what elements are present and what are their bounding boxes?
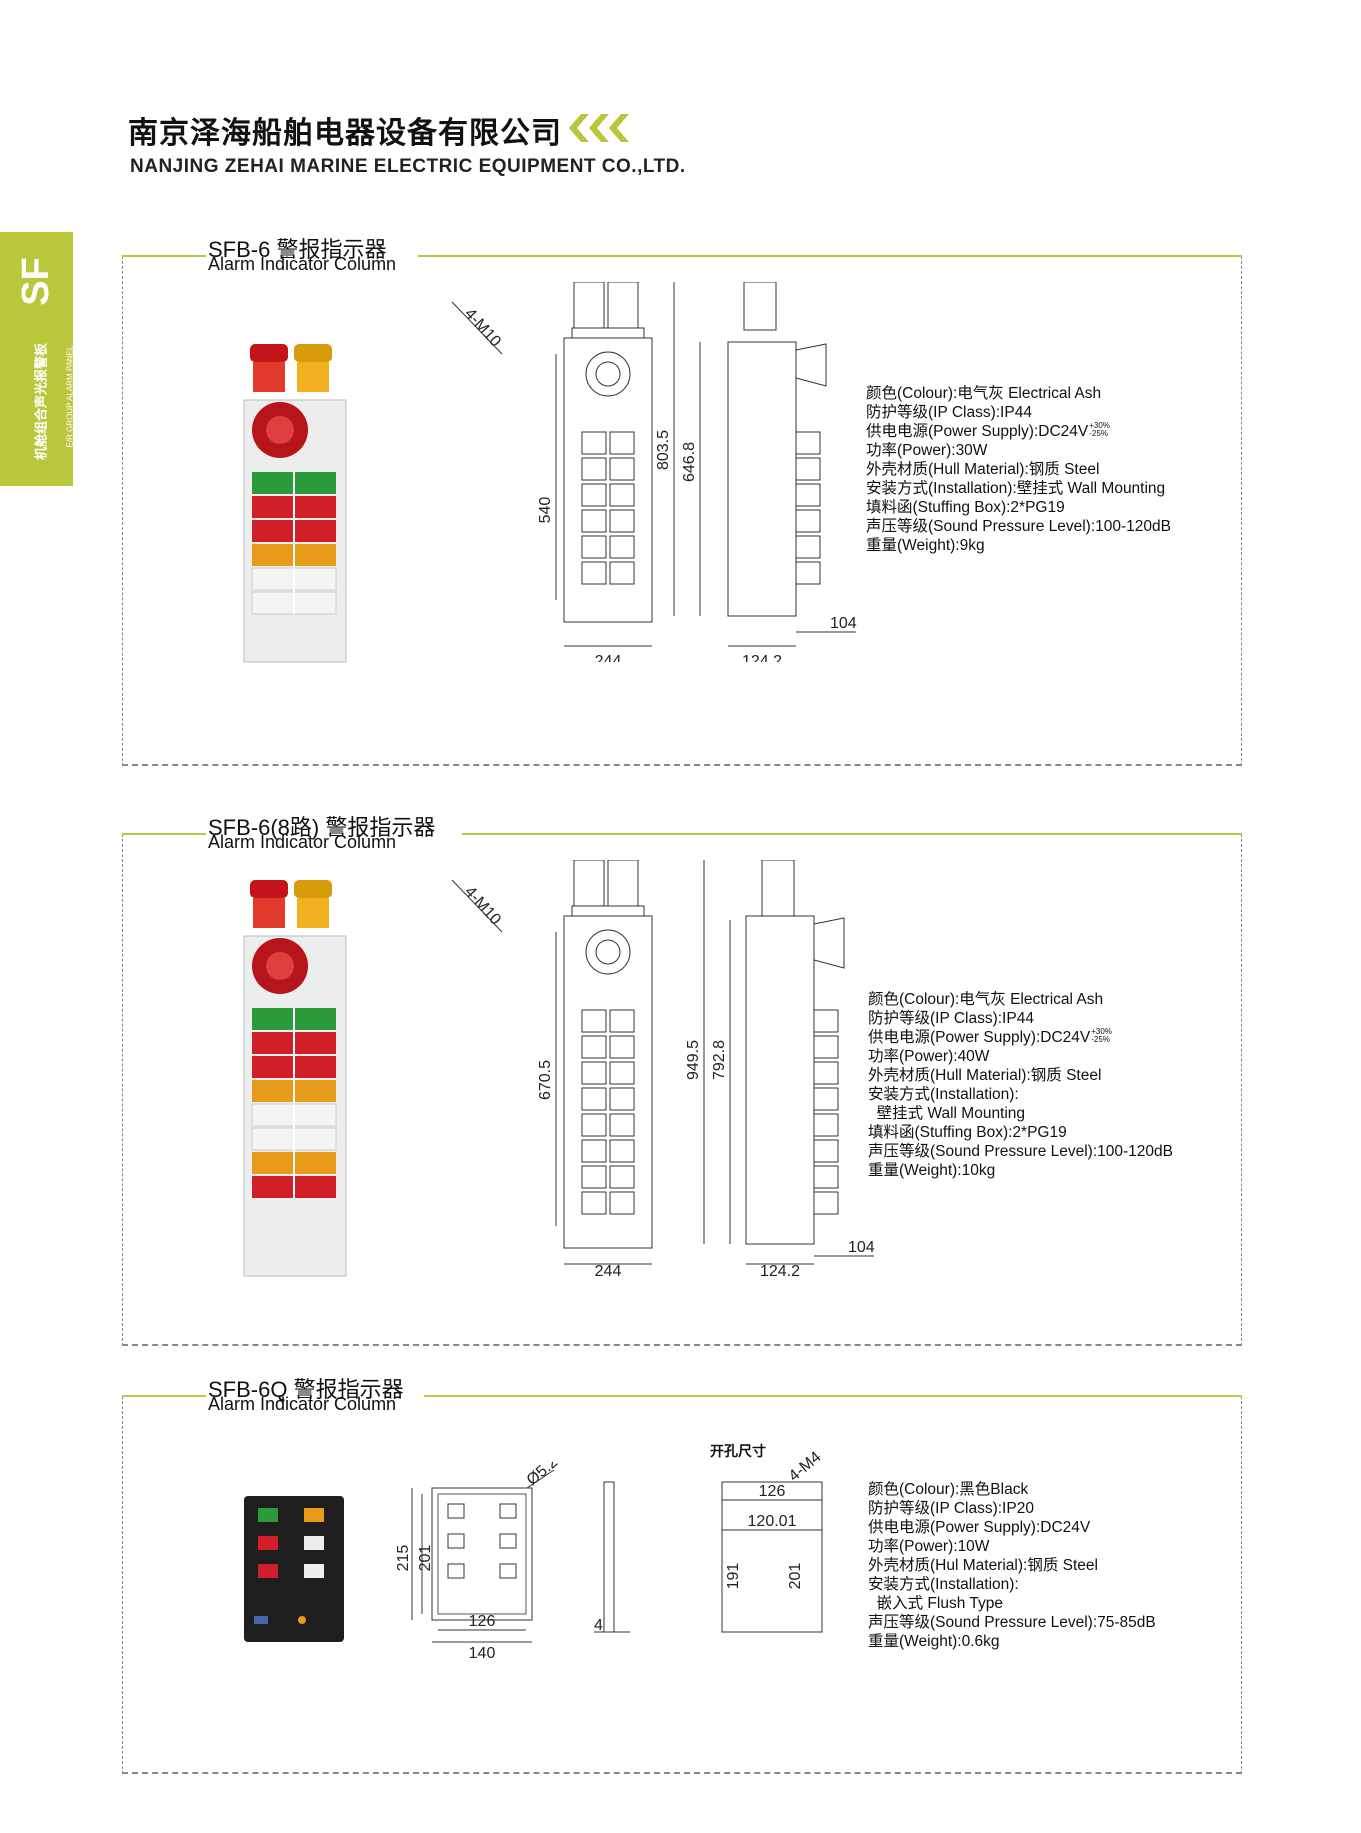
spec-item: 功率(Power):40W xyxy=(868,1048,990,1065)
dim-horn: 104 xyxy=(830,615,857,632)
spec-item: 外壳材质(Hul Material):钢质 Steel xyxy=(868,1557,1098,1574)
dim-hole: Ø5.2 xyxy=(524,1462,562,1489)
front-view-drawing: 4-M10 670.5 244 xyxy=(451,860,653,1280)
section-subtitle: Alarm Indicator Column xyxy=(208,254,397,274)
dim-height-inner: 540 xyxy=(537,497,554,524)
spec-item: 防护等级(IP Class):IP44 xyxy=(866,404,1032,421)
spec-item: 重量(Weight):9kg xyxy=(866,537,985,554)
section-subtitle: Alarm Indicator Column xyxy=(208,832,397,852)
spec-item: 安装方式(Installation):壁挂式 Wall Mounting xyxy=(866,480,1166,497)
product-section-sfb6-8: SFB-6(8路) 警报指示器 Alarm Indicator Column 4… xyxy=(122,810,1242,1346)
dim-body-height: 792.8 xyxy=(711,1040,728,1080)
product-photo xyxy=(243,344,347,663)
spec-item: 安装方式(Installation): xyxy=(868,1086,1019,1103)
spec-item: 声压等级(Sound Pressure Level):75-85dB xyxy=(868,1614,1156,1631)
spec-item: 安装方式(Installation): xyxy=(868,1576,1019,1593)
side-view-drawing: 949.5 792.8 124.2 104 xyxy=(685,860,875,1280)
dim-body-height: 646.8 xyxy=(681,442,698,482)
dim-hole: 4-M10 xyxy=(461,883,504,928)
cutout-h2: 201 xyxy=(787,1563,804,1590)
spec-item: 供电电源(Power Supply):DC24V+30%-25% xyxy=(866,421,1110,441)
spec-item: 壁挂式 Wall Mounting xyxy=(868,1105,1026,1122)
section-subtitle: Alarm Indicator Column xyxy=(208,1394,397,1414)
product-section-sfb6q: SFB-6Q 警报指示器 Alarm Indicator Column Ø5.2… xyxy=(122,1372,1242,1774)
side-tab-label-en: E/R GROUP ALARM PANEL xyxy=(65,345,75,448)
dim-h2: 201 xyxy=(417,1545,434,1572)
cutout-hole: 4-M4 xyxy=(786,1449,825,1486)
dim-horn: 104 xyxy=(848,1239,875,1256)
dim-hole: 4-M10 xyxy=(461,305,504,350)
side-view-drawing: 803.5 646.8 124.2 104 xyxy=(655,282,857,662)
section-title: SFB-6 警报指示器 xyxy=(208,237,387,262)
cutout-title: 开孔尺寸 xyxy=(710,1443,766,1459)
spec-item: 声压等级(Sound Pressure Level):100-120dB xyxy=(866,518,1171,535)
dim-total-height: 949.5 xyxy=(685,1040,702,1080)
spec-item: 供电电源(Power Supply):DC24V+30%-25% xyxy=(868,1027,1112,1047)
company-name-en: NANJING ZEHAI MARINE ELECTRIC EQUIPMENT … xyxy=(130,156,686,177)
spec-item: 颜色(Colour):电气灰 Electrical Ash xyxy=(868,991,1104,1008)
spec-item: 防护等级(IP Class):IP44 xyxy=(868,1010,1034,1027)
spec-item: 颜色(Colour):电气灰 Electrical Ash xyxy=(866,385,1102,402)
spec-item: 外壳材质(Hull Material):钢质 Steel xyxy=(868,1067,1102,1084)
spec-list: 颜色(Colour):黑色Black 防护等级(IP Class):IP20 供… xyxy=(868,1480,1156,1651)
spec-item: 重量(Weight):0.6kg xyxy=(868,1633,1000,1650)
cutout-w1: 126 xyxy=(759,1483,786,1500)
dim-depth: 124.2 xyxy=(742,653,782,662)
spec-list: 颜色(Colour):电气灰 Electrical Ash 防护等级(IP Cl… xyxy=(868,990,1173,1180)
dim-h1: 215 xyxy=(395,1545,412,1572)
dim-width: 244 xyxy=(595,1263,622,1280)
dim-width: 244 xyxy=(595,653,622,662)
dim-thick: 4 xyxy=(594,1617,603,1634)
spec-item: 嵌入式 Flush Type xyxy=(868,1595,1003,1612)
front-view-drawing: 4-M10 540 244 xyxy=(451,282,653,662)
front-view-drawing: Ø5.2 215 201 126 140 4 xyxy=(395,1462,630,1662)
dim-depth: 124.2 xyxy=(760,1263,800,1280)
spec-list: 颜色(Colour):电气灰 Electrical Ash 防护等级(IP Cl… xyxy=(866,384,1171,555)
section-title: SFB-6(8路) 警报指示器 xyxy=(208,815,436,840)
cutout-drawing: 开孔尺寸 4-M4 126 120.01 191 201 xyxy=(710,1443,825,1633)
product-photo xyxy=(243,880,347,1277)
cutout-w2: 120.01 xyxy=(748,1513,797,1530)
section-title: SFB-6Q 警报指示器 xyxy=(208,1377,404,1402)
spec-item: 外壳材质(Hull Material):钢质 Steel xyxy=(866,461,1100,478)
spec-item: 填料函(Stuffing Box):2*PG19 xyxy=(866,499,1065,516)
dim-height-inner: 670.5 xyxy=(537,1060,554,1100)
spec-item: 功率(Power):10W xyxy=(868,1538,990,1555)
side-tab-label-cn: 机舱组合声光报警板 xyxy=(33,343,49,461)
spec-item: 供电电源(Power Supply):DC24V xyxy=(868,1519,1091,1536)
spec-item: 重量(Weight):10kg xyxy=(868,1162,996,1179)
company-name-cn: 南京泽海船舶电器设备有限公司 xyxy=(128,117,562,150)
cutout-h1: 191 xyxy=(725,1563,742,1590)
dim-w2: 140 xyxy=(469,1645,496,1662)
product-section-sfb6: SFB-6 警报指示器 Alarm Indicator Column 4-M10 xyxy=(122,232,1242,766)
spec-item: 声压等级(Sound Pressure Level):100-120dB xyxy=(868,1143,1173,1160)
side-tab: SF 机舱组合声光报警板 E/R GROUP ALARM PANEL xyxy=(0,232,75,486)
spec-item: 填料函(Stuffing Box):2*PG19 xyxy=(868,1124,1067,1141)
chevron-left-icon xyxy=(569,114,629,142)
spec-item: 防护等级(IP Class):IP20 xyxy=(868,1500,1034,1517)
dim-total-height: 803.5 xyxy=(655,430,672,470)
dim-w1: 126 xyxy=(469,1613,496,1630)
spec-item: 颜色(Colour):黑色Black xyxy=(868,1481,1029,1498)
spec-item: 功率(Power):30W xyxy=(866,442,988,459)
product-photo xyxy=(244,1496,344,1642)
